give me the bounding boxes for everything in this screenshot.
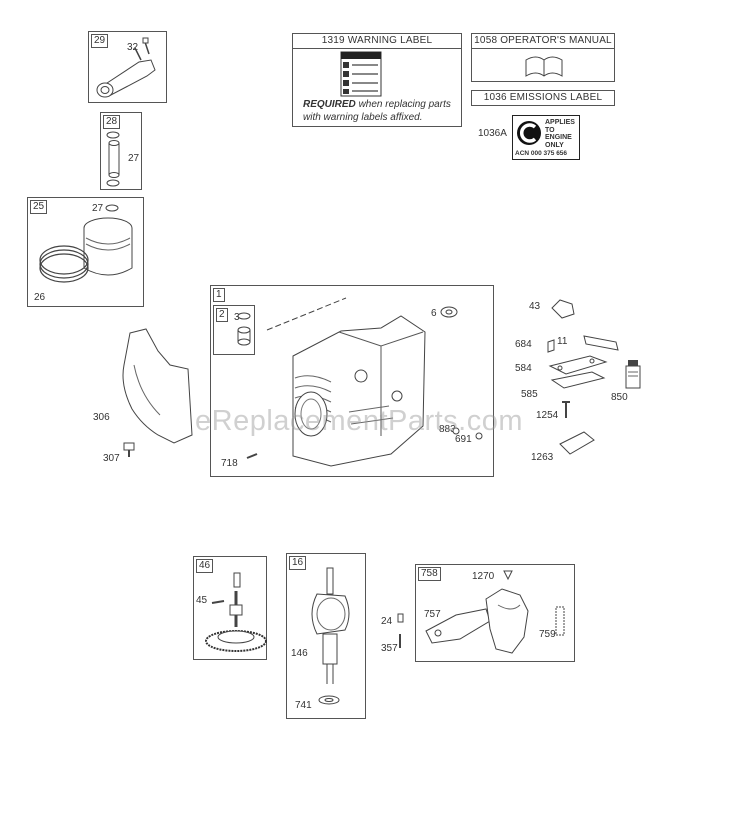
rocker-assembly-drawing: [425, 570, 565, 654]
operators-manual-header: 1058 OPERATOR'S MANUAL: [472, 34, 614, 49]
part-box-16[interactable]: 16 146 741: [286, 553, 366, 719]
part-tag-16: 16: [289, 556, 307, 570]
part-tag-29: 29: [91, 34, 109, 48]
part-tag-46: 46: [196, 559, 214, 573]
cylinder-block-drawing: [246, 297, 483, 467]
emissions-label-header: 1036 EMISSIONS LABEL: [483, 92, 603, 103]
part-box-28[interactable]: 28 27: [100, 112, 142, 190]
part-box-758[interactable]: 758 1270 757 759: [415, 564, 575, 662]
part-label-307: 307: [103, 453, 120, 464]
part-label-45: 45: [196, 595, 208, 606]
part-label-27-pin: 27: [128, 153, 140, 164]
part-label-1254: 1254: [536, 410, 559, 421]
watermark: eReplacementParts.com: [195, 405, 524, 437]
part-tag-25: 25: [30, 200, 48, 214]
part-label-357: 357: [381, 643, 398, 654]
part-label-306: 306: [93, 412, 110, 423]
part-label-691: 691: [455, 434, 472, 445]
part-box-2[interactable]: 2 3: [213, 305, 255, 355]
warning-required-text: REQUIRED when replacing parts with warni…: [303, 98, 458, 124]
part-tag-1: 1: [213, 288, 225, 302]
part-label-3: 3: [234, 312, 240, 323]
emissions-sticker-acn: ACN 000 375 656: [515, 150, 568, 157]
part-label-757: 757: [424, 609, 441, 620]
c-logo-icon: [517, 121, 541, 145]
part-label-883: 883: [439, 424, 456, 435]
part-label-584: 584: [515, 363, 532, 374]
part-label-759: 759: [539, 629, 556, 640]
emissions-label-box[interactable]: 1036 EMISSIONS LABEL: [471, 90, 615, 106]
part-box-29[interactable]: 29 32: [88, 31, 167, 103]
warning-label-box[interactable]: 1319 WARNING LABEL REQUIRED when replaci…: [292, 33, 462, 127]
warning-required-note: when replacing parts with warning labels…: [303, 99, 451, 123]
part-box-25[interactable]: 25 27 26: [27, 197, 144, 307]
warning-label-header: 1319 WARNING LABEL: [293, 34, 461, 49]
right-side-parts-drawing: [547, 299, 641, 455]
connecting-rod-drawing: [96, 37, 156, 98]
emissions-sticker: APPLIES TO ENGINE ONLY ACN 000 375 656: [512, 115, 580, 160]
part-label-1270: 1270: [472, 571, 495, 582]
part-label-32: 32: [127, 42, 139, 53]
part-label-26: 26: [34, 292, 46, 303]
part-label-1263: 1263: [531, 452, 554, 463]
crankshaft-drawing: [311, 567, 350, 705]
part-label-6: 6: [431, 308, 437, 319]
manual-book-icon: [525, 56, 563, 77]
emissions-part-number: 1036A: [478, 128, 507, 139]
part-label-27-ring: 27: [92, 203, 104, 214]
piston-drawing: [39, 204, 133, 283]
part-label-741: 741: [295, 700, 312, 711]
emissions-sticker-text: APPLIES TO ENGINE ONLY: [545, 119, 575, 149]
bushing-drawing: [237, 312, 251, 346]
air-guide-drawing: [122, 328, 193, 457]
piston-pin-drawing: [106, 131, 120, 187]
part-tag-758: 758: [418, 567, 441, 581]
part-tag-2: 2: [216, 308, 228, 322]
part-tag-28: 28: [103, 115, 121, 129]
part-label-43: 43: [529, 301, 541, 312]
part-label-850: 850: [611, 392, 628, 403]
part-box-1[interactable]: 1 2 3 6 718 883 691: [210, 285, 494, 477]
operators-manual-box[interactable]: 1058 OPERATOR'S MANUAL: [471, 33, 615, 82]
cam-gear-drawing: [205, 572, 267, 652]
part-label-146: 146: [291, 648, 308, 659]
part-box-46[interactable]: 46 45: [193, 556, 267, 660]
warning-required-word: REQUIRED: [303, 99, 356, 110]
part-label-24: 24: [381, 616, 393, 627]
key-and-seal-drawing: [397, 613, 404, 648]
part-label-11: 11: [557, 336, 568, 347]
warning-sticker-icon: [340, 51, 382, 97]
part-label-684: 684: [515, 339, 532, 350]
part-label-718: 718: [221, 458, 238, 469]
part-label-585: 585: [521, 389, 538, 400]
